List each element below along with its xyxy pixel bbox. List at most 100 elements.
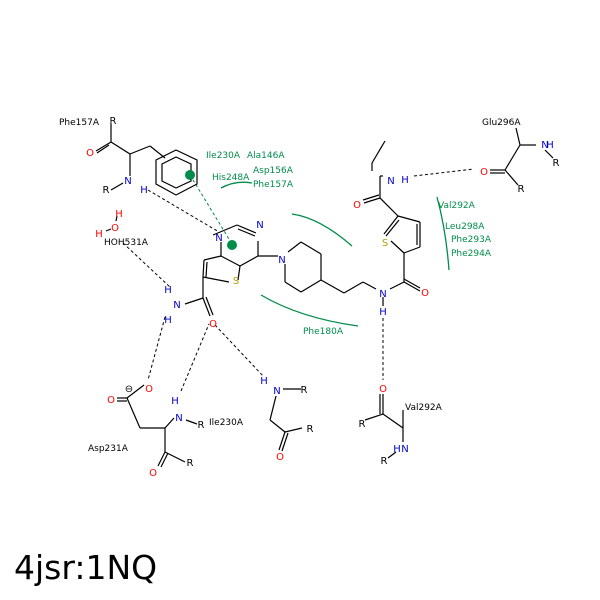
hydrophobic-label-phe157: Phe157A xyxy=(253,180,294,190)
bond xyxy=(403,246,421,254)
bond xyxy=(157,451,166,467)
residue-label-hoh531: HOH531A xyxy=(104,238,149,248)
atom-hydrogen: H xyxy=(260,376,268,387)
hydrophobic-label-asp156: Asp156A xyxy=(253,166,294,176)
bond xyxy=(129,145,151,155)
hydrophobic-arc-center xyxy=(291,213,353,247)
hydrophobic-label-phe180: Phe180A xyxy=(303,327,344,337)
bond xyxy=(236,224,257,234)
bond xyxy=(287,241,302,253)
atom-oxygen: O xyxy=(149,468,157,479)
atom-r: R xyxy=(103,185,110,196)
atom-oxygen: O xyxy=(107,395,115,406)
structure-caption: 4jsr:1NQ xyxy=(14,548,158,587)
bond xyxy=(95,141,112,152)
bond xyxy=(278,431,286,451)
bond xyxy=(239,255,259,267)
atom-hydrogen: H xyxy=(379,307,387,318)
residue-label-val292: Val292A xyxy=(405,403,443,413)
atom-r: R xyxy=(381,456,388,467)
bond xyxy=(212,224,238,236)
bond xyxy=(397,215,421,223)
atom-r: R xyxy=(301,385,308,396)
bond xyxy=(202,297,211,317)
atom-r: R xyxy=(553,158,560,169)
phenyl-inner-ring xyxy=(161,156,192,189)
hbond-asp-carboxylate xyxy=(147,316,166,381)
bond xyxy=(362,281,377,290)
bond xyxy=(237,228,256,237)
atom-r: R xyxy=(198,420,205,431)
bonds xyxy=(95,124,554,468)
atom-hydrogen: H xyxy=(164,315,172,326)
hydrophobic-label-ala146: Ala146A xyxy=(247,151,285,161)
bond xyxy=(284,427,303,433)
atom-r: R xyxy=(307,424,314,435)
bond xyxy=(320,279,345,294)
bond xyxy=(363,197,381,204)
atom-hydrogen: H xyxy=(140,185,148,196)
bond xyxy=(281,432,289,452)
hbond-glu296 xyxy=(413,168,475,177)
bond xyxy=(403,281,421,292)
hydrophobic-contacts xyxy=(220,181,450,327)
thienopyrimidine-centroid xyxy=(227,240,237,250)
hydrophobic-arc-right xyxy=(436,196,450,271)
pi-contact xyxy=(189,174,233,245)
hydrophobic-label-phe294: Phe294A xyxy=(451,249,492,259)
bond xyxy=(269,419,286,433)
hydrogen-bonds xyxy=(122,168,475,392)
bond xyxy=(383,215,399,235)
residue-label-ile230: Ile230A xyxy=(209,418,244,428)
bond xyxy=(515,127,521,146)
pi-centroids xyxy=(185,170,237,250)
atom-hydrogen: H xyxy=(546,140,554,151)
atom-hydrogen: H xyxy=(115,209,123,220)
bond xyxy=(343,281,364,294)
bond xyxy=(126,397,141,429)
bond xyxy=(203,255,222,261)
atom-nitrogen: N xyxy=(175,413,182,424)
hydrophobic-arc-top xyxy=(220,181,253,189)
bond xyxy=(371,140,386,164)
bond xyxy=(149,145,166,159)
bond xyxy=(389,281,405,290)
residue-label-asp231: Asp231A xyxy=(88,444,129,454)
atom-oxygen: O xyxy=(209,319,217,330)
bond xyxy=(202,259,205,278)
atom-hydrogen: H xyxy=(171,396,179,407)
phenyl-ring xyxy=(155,149,198,196)
residue-label-phe157: Phe157A xyxy=(59,118,100,128)
atom-oxygen: O xyxy=(480,167,488,178)
bond xyxy=(160,452,169,468)
pi-stack-line xyxy=(189,174,233,245)
bond xyxy=(504,169,519,186)
hydrophobic-label-val292: Val292A xyxy=(438,201,476,211)
atom-r: R xyxy=(110,116,117,127)
bond xyxy=(379,197,399,217)
hbond-water xyxy=(122,242,172,289)
atom-hydrogen: H xyxy=(401,175,409,186)
atom-oxygen: O xyxy=(111,223,119,234)
atom-r: R xyxy=(187,458,194,469)
atom-nitrogen: N xyxy=(256,220,263,231)
bond xyxy=(504,144,521,171)
atom-nitrogen: N xyxy=(215,233,222,244)
bond xyxy=(205,261,208,278)
bond xyxy=(300,241,322,255)
hydrophobic-label-his248: His248A xyxy=(212,173,250,183)
atom-nitrogen: N xyxy=(387,176,394,187)
bond xyxy=(220,255,241,267)
bond xyxy=(96,144,110,154)
residue-label-glu296: Glu296A xyxy=(482,118,521,128)
bond xyxy=(362,194,380,201)
hbond-phe157-nh xyxy=(147,189,220,233)
bond xyxy=(164,417,175,429)
atom-hydrogen: H xyxy=(393,444,401,455)
atom-nitrogen: N xyxy=(379,289,386,300)
atom-nitrogen: N xyxy=(401,444,408,455)
atom-sulfur: S xyxy=(233,276,239,287)
atom-nitrogen: N xyxy=(541,140,548,151)
bond xyxy=(385,219,400,237)
bond xyxy=(390,240,405,254)
